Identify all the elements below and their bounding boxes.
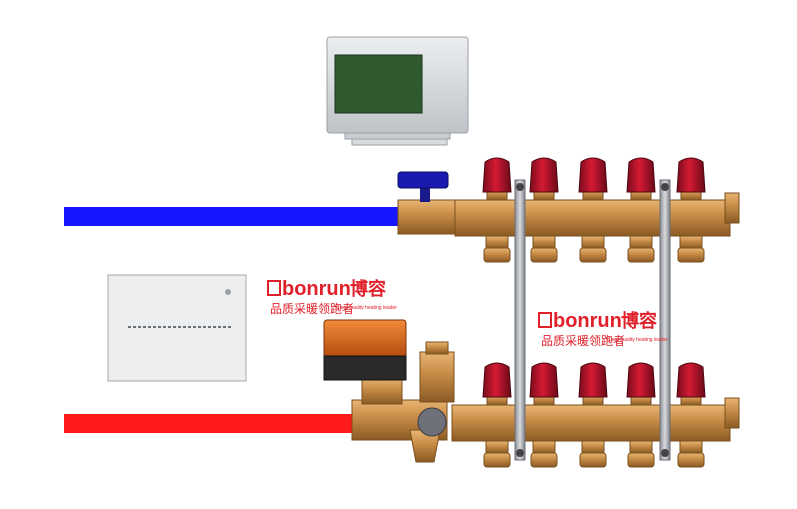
watermark-logo: bonrun: [282, 278, 351, 300]
air-vent: [419, 341, 455, 403]
outlet-fitting: [579, 440, 607, 468]
outlet-fitting: [627, 235, 655, 263]
valve-cap: [578, 157, 608, 201]
valve-cap: [626, 362, 656, 406]
watermark-brand: 博容: [350, 278, 386, 299]
bottom-cap-row: [482, 362, 706, 406]
bracket-left: [514, 179, 526, 461]
cap-body: [578, 157, 608, 193]
outlet-nut: [485, 440, 509, 454]
bracket-right: [659, 179, 671, 461]
outlet-fitting: [530, 235, 558, 263]
outlet-nut: [532, 235, 556, 249]
return-pipe: [64, 414, 364, 433]
valve-cap: [676, 157, 706, 201]
valve-cap: [529, 362, 559, 406]
cap-body: [626, 362, 656, 398]
outlet-fitting: [579, 235, 607, 263]
top-cap-row: [482, 157, 706, 201]
watermark-slogan-en: Clear quality heating leader: [607, 337, 668, 343]
watermark-left: bonrun 博容 品质采暖领跑者 Clear quality heating …: [267, 278, 397, 316]
logo-mark-icon: [267, 280, 281, 296]
valve-port: [417, 407, 447, 437]
outlet-fitting: [627, 440, 655, 468]
outlet-fitting: [677, 440, 705, 468]
watermark-slogan-en: Clear quality heating leader: [336, 305, 397, 311]
outlet-connector: [530, 247, 558, 263]
valve-cap: [482, 157, 512, 201]
bottom-outlet-row: [483, 440, 705, 468]
cap-body: [676, 362, 706, 398]
outlet-connector: [677, 247, 705, 263]
watermark-slogan: 品质采暖领跑者: [270, 302, 354, 316]
outlet-nut: [581, 440, 605, 454]
outlet-connector: [483, 247, 511, 263]
outlet-nut: [532, 440, 556, 454]
outlet-nut: [629, 440, 653, 454]
mounting-brackets: [514, 179, 671, 461]
top-outlet-row: [483, 235, 705, 263]
outlet-connector: [627, 247, 655, 263]
outlet-nut: [679, 235, 703, 249]
mixing-valve: [323, 319, 455, 463]
cap-body: [529, 157, 559, 193]
outlet-connector: [530, 452, 558, 468]
watermark-logo: bonrun: [553, 310, 622, 332]
cap-body: [482, 157, 512, 193]
cap-body: [676, 157, 706, 193]
outlet-connector: [579, 452, 607, 468]
outlet-fitting: [483, 235, 511, 263]
valve-cap: [676, 362, 706, 406]
outlet-fitting: [677, 235, 705, 263]
outlet-connector: [627, 452, 655, 468]
watermark-brand: 博容: [621, 310, 657, 331]
outlet-nut: [485, 235, 509, 249]
valve-actuator: [323, 319, 407, 381]
cap-body: [578, 362, 608, 398]
valve-cap: [529, 157, 559, 201]
wall-controller: [107, 274, 247, 382]
valve-handle: [397, 171, 449, 189]
outlet-fitting: [530, 440, 558, 468]
cap-body: [529, 362, 559, 398]
bottom-manifold: [451, 397, 740, 442]
thermostat-screen: [334, 54, 423, 114]
valve-cap: [482, 362, 512, 406]
display-thermostat: [326, 36, 469, 146]
logo-mark-icon: [538, 312, 552, 328]
supply-ball-valve: [397, 171, 459, 235]
valve-cap: [578, 362, 608, 406]
watermark-right: bonrun 博容 品质采暖领跑者 Clear quality heating …: [538, 310, 668, 348]
outlet-connector: [483, 452, 511, 468]
outlet-connector: [579, 247, 607, 263]
valve-cap: [626, 157, 656, 201]
outlet-connector: [677, 452, 705, 468]
watermark-slogan: 品质采暖领跑者: [541, 334, 625, 348]
outlet-nut: [581, 235, 605, 249]
outlet-nut: [679, 440, 703, 454]
cap-body: [482, 362, 512, 398]
supply-pipe: [64, 207, 404, 226]
cap-body: [626, 157, 656, 193]
controller-led: [225, 289, 231, 295]
outlet-nut: [629, 235, 653, 249]
outlet-fitting: [483, 440, 511, 468]
